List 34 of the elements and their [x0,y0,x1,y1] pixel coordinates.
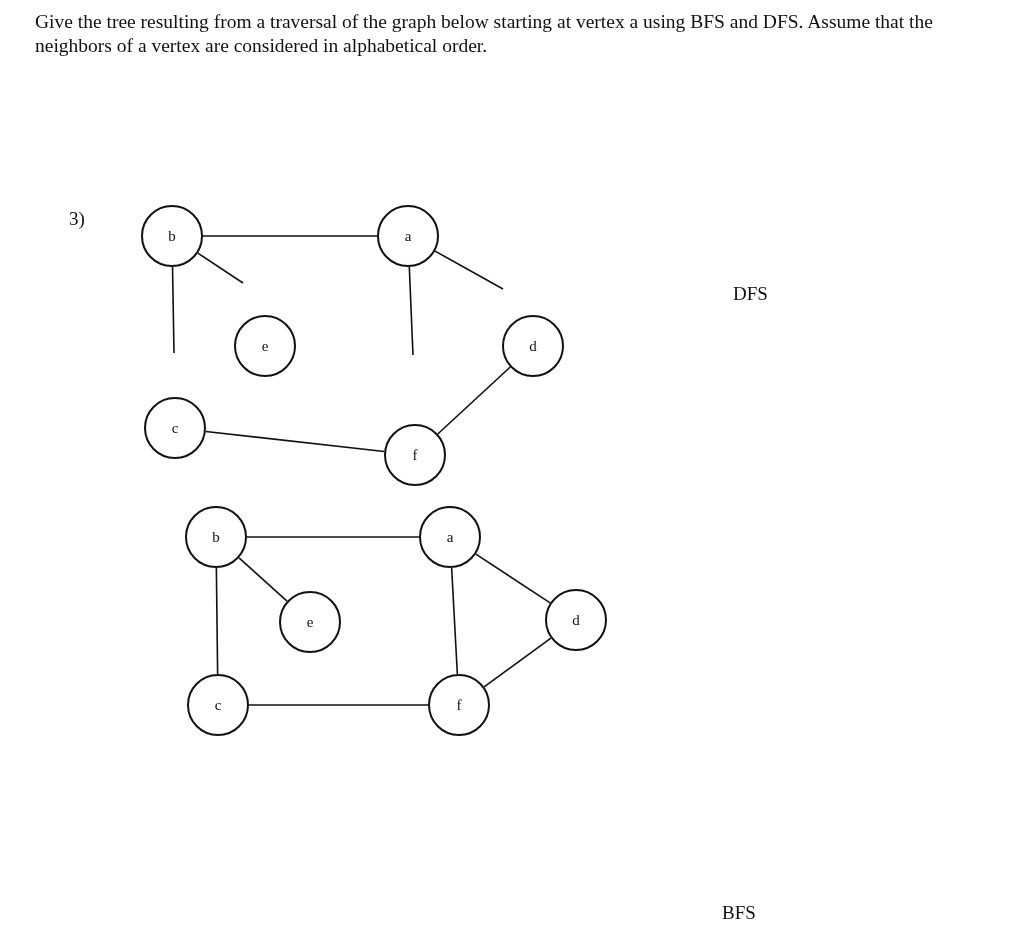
vertex-circle [141,205,203,267]
edge-line [215,567,219,675]
vertex-label: d [572,612,580,628]
vertex-label: d [529,338,537,354]
line-stub [171,266,175,354]
vertex-label: e [306,614,314,630]
vertex-circle [279,591,341,653]
vertex-label: e [261,338,269,354]
edge-line [475,553,551,604]
edge-line [238,557,288,602]
vertex-label: b [212,529,220,545]
edge-line [202,235,378,237]
vertex-label: c [214,697,222,713]
edge-line [205,430,385,453]
vertex-circle [377,205,439,267]
edge-line [483,637,552,688]
vertex-label: f [412,447,418,463]
vertex-label: a [446,529,454,545]
line-stub [197,252,244,284]
graph-caption: DFS [733,283,768,305]
line-stub [408,266,414,356]
problem-number: 3) [69,208,85,230]
vertex-label: f [456,697,462,713]
edge-line [450,567,459,675]
vertex-label: a [404,228,412,244]
edge-line [248,704,429,706]
vertex-circle [384,424,446,486]
edge-line [436,366,512,435]
line-stub [434,250,504,290]
edge-line [246,536,420,538]
question-text: Give the tree resulting from a traversal of the graph below starting at vertex a using BFS and DFS. Assume that the neighbors of a vertex are considered in alphabetical order. [35,10,934,58]
vertex-label: c [171,420,179,436]
graph-caption: BFS [722,902,756,924]
vertex-label: b [168,228,176,244]
